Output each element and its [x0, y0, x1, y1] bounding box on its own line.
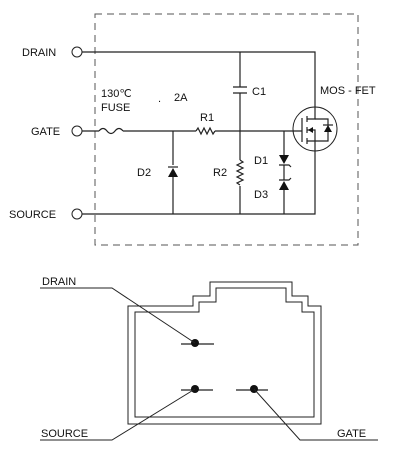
mosfet-label: MOS - FET: [320, 85, 376, 97]
fuse-rating-label: 2A: [174, 92, 188, 104]
source-terminal: [71, 208, 83, 220]
r2-resistor: [235, 159, 245, 186]
fuse-name-label: FUSE: [101, 102, 130, 114]
d1-diode: [279, 155, 289, 164]
r1-resistor: [195, 126, 216, 136]
gate-leader: [253, 388, 378, 441]
fuse-symbol: [98, 127, 124, 135]
c1-capacitor: [233, 86, 247, 94]
d1-label: D1: [254, 155, 268, 167]
gate-pin-label: GATE: [337, 428, 366, 440]
source-terminal-label: SOURCE: [9, 209, 56, 221]
r2-label: R2: [213, 167, 227, 179]
d3-label: D3: [254, 189, 268, 201]
drain-leader: [40, 287, 196, 344]
drain-terminal: [71, 46, 83, 58]
d2-label: D2: [137, 167, 151, 179]
drain-wire: [82, 51, 316, 108]
connector-outer-outline: [127, 281, 322, 425]
r1-label: R1: [200, 112, 214, 124]
drain-terminal-label: DRAIN: [22, 47, 56, 59]
module-boundary: [94, 13, 359, 246]
source-pin-label: SOURCE: [41, 428, 88, 440]
c1-label: C1: [252, 86, 266, 98]
gate-terminal-label: GATE: [31, 126, 60, 138]
fuse-temp-label: 130℃: [101, 88, 132, 100]
d3-diode: [279, 181, 289, 190]
mosfet-symbol: [292, 106, 338, 152]
connector-inner-outline: [134, 287, 315, 418]
source-leader: [40, 388, 196, 441]
schematic: DRAIN GATE SOURCE: [9, 13, 376, 246]
drain-pin-label: DRAIN: [42, 276, 76, 288]
connector: DRAIN SOURCE GATE: [40, 276, 378, 441]
fuse-dot: .: [158, 93, 161, 105]
gate-terminal: [71, 125, 83, 137]
d2-diode: [168, 168, 178, 177]
source-wire: [82, 152, 316, 215]
